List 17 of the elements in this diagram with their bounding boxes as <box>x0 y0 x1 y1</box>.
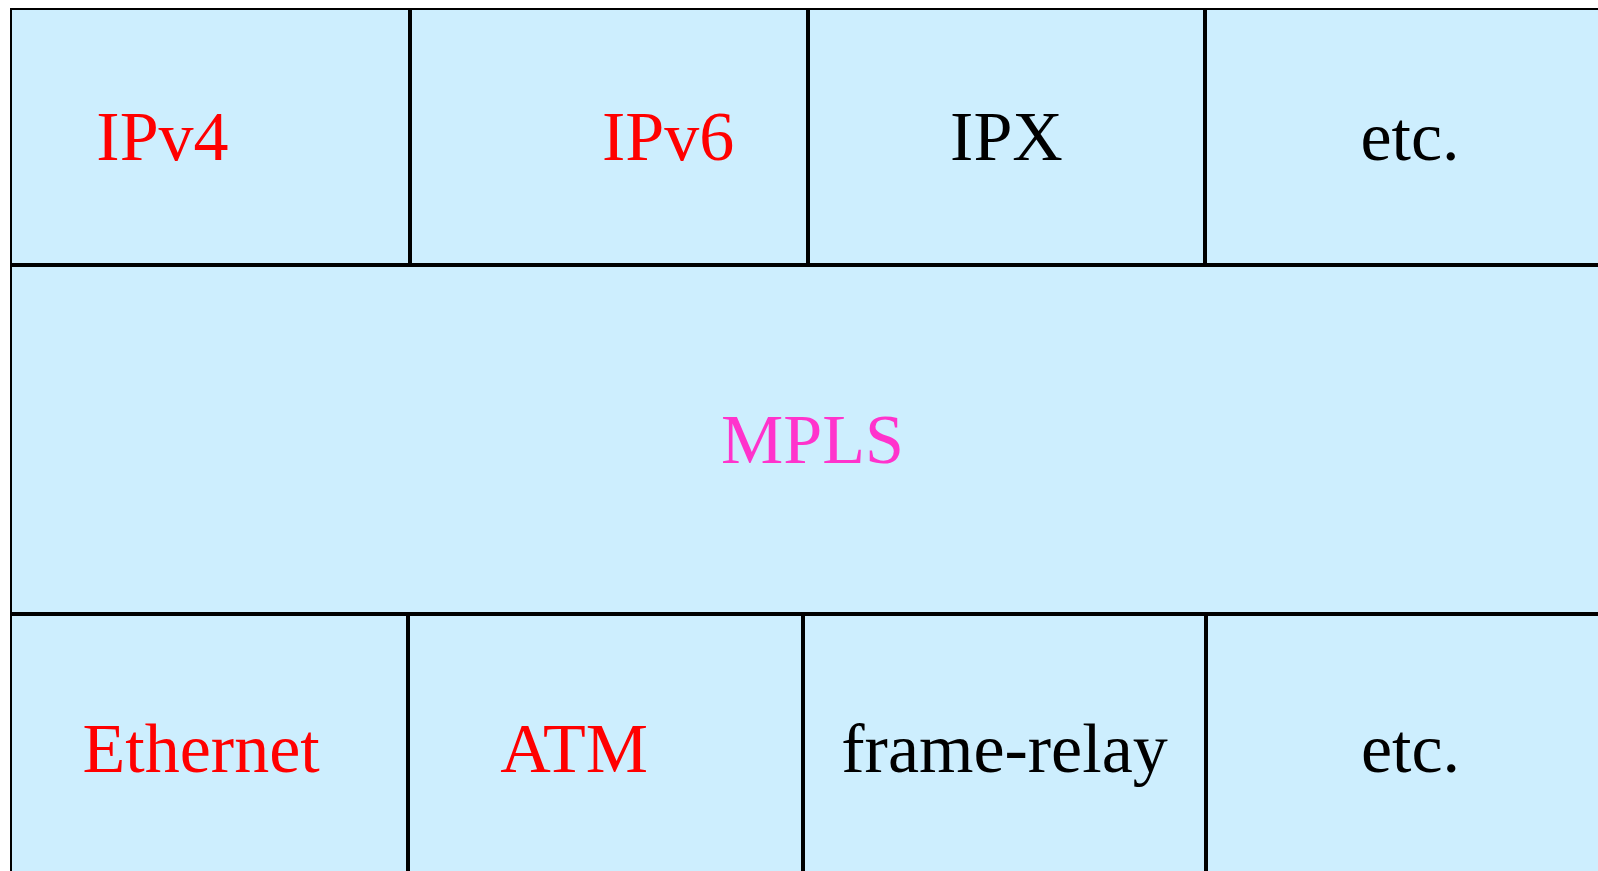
protocol-cell <box>410 8 808 265</box>
layer-name: MPLS <box>721 404 904 475</box>
protocol-cell <box>808 8 1205 265</box>
protocol-cell <box>803 614 1206 871</box>
protocol-name: etc. <box>1360 101 1460 172</box>
protocol-name: etc. <box>1360 714 1461 784</box>
protocol-name: ATM <box>500 714 649 784</box>
protocol-name: IPX <box>950 101 1063 172</box>
protocol-cell <box>1205 8 1598 265</box>
protocol-cell <box>1206 614 1598 871</box>
protocol-cell <box>408 614 803 871</box>
protocol-name: IPv6 <box>601 101 735 172</box>
protocol-name: Ethernet <box>82 714 320 784</box>
layer-band <box>10 265 1598 614</box>
protocol-name: IPv4 <box>96 101 229 172</box>
protocol-cell <box>10 8 410 265</box>
protocol-cell <box>10 614 408 871</box>
